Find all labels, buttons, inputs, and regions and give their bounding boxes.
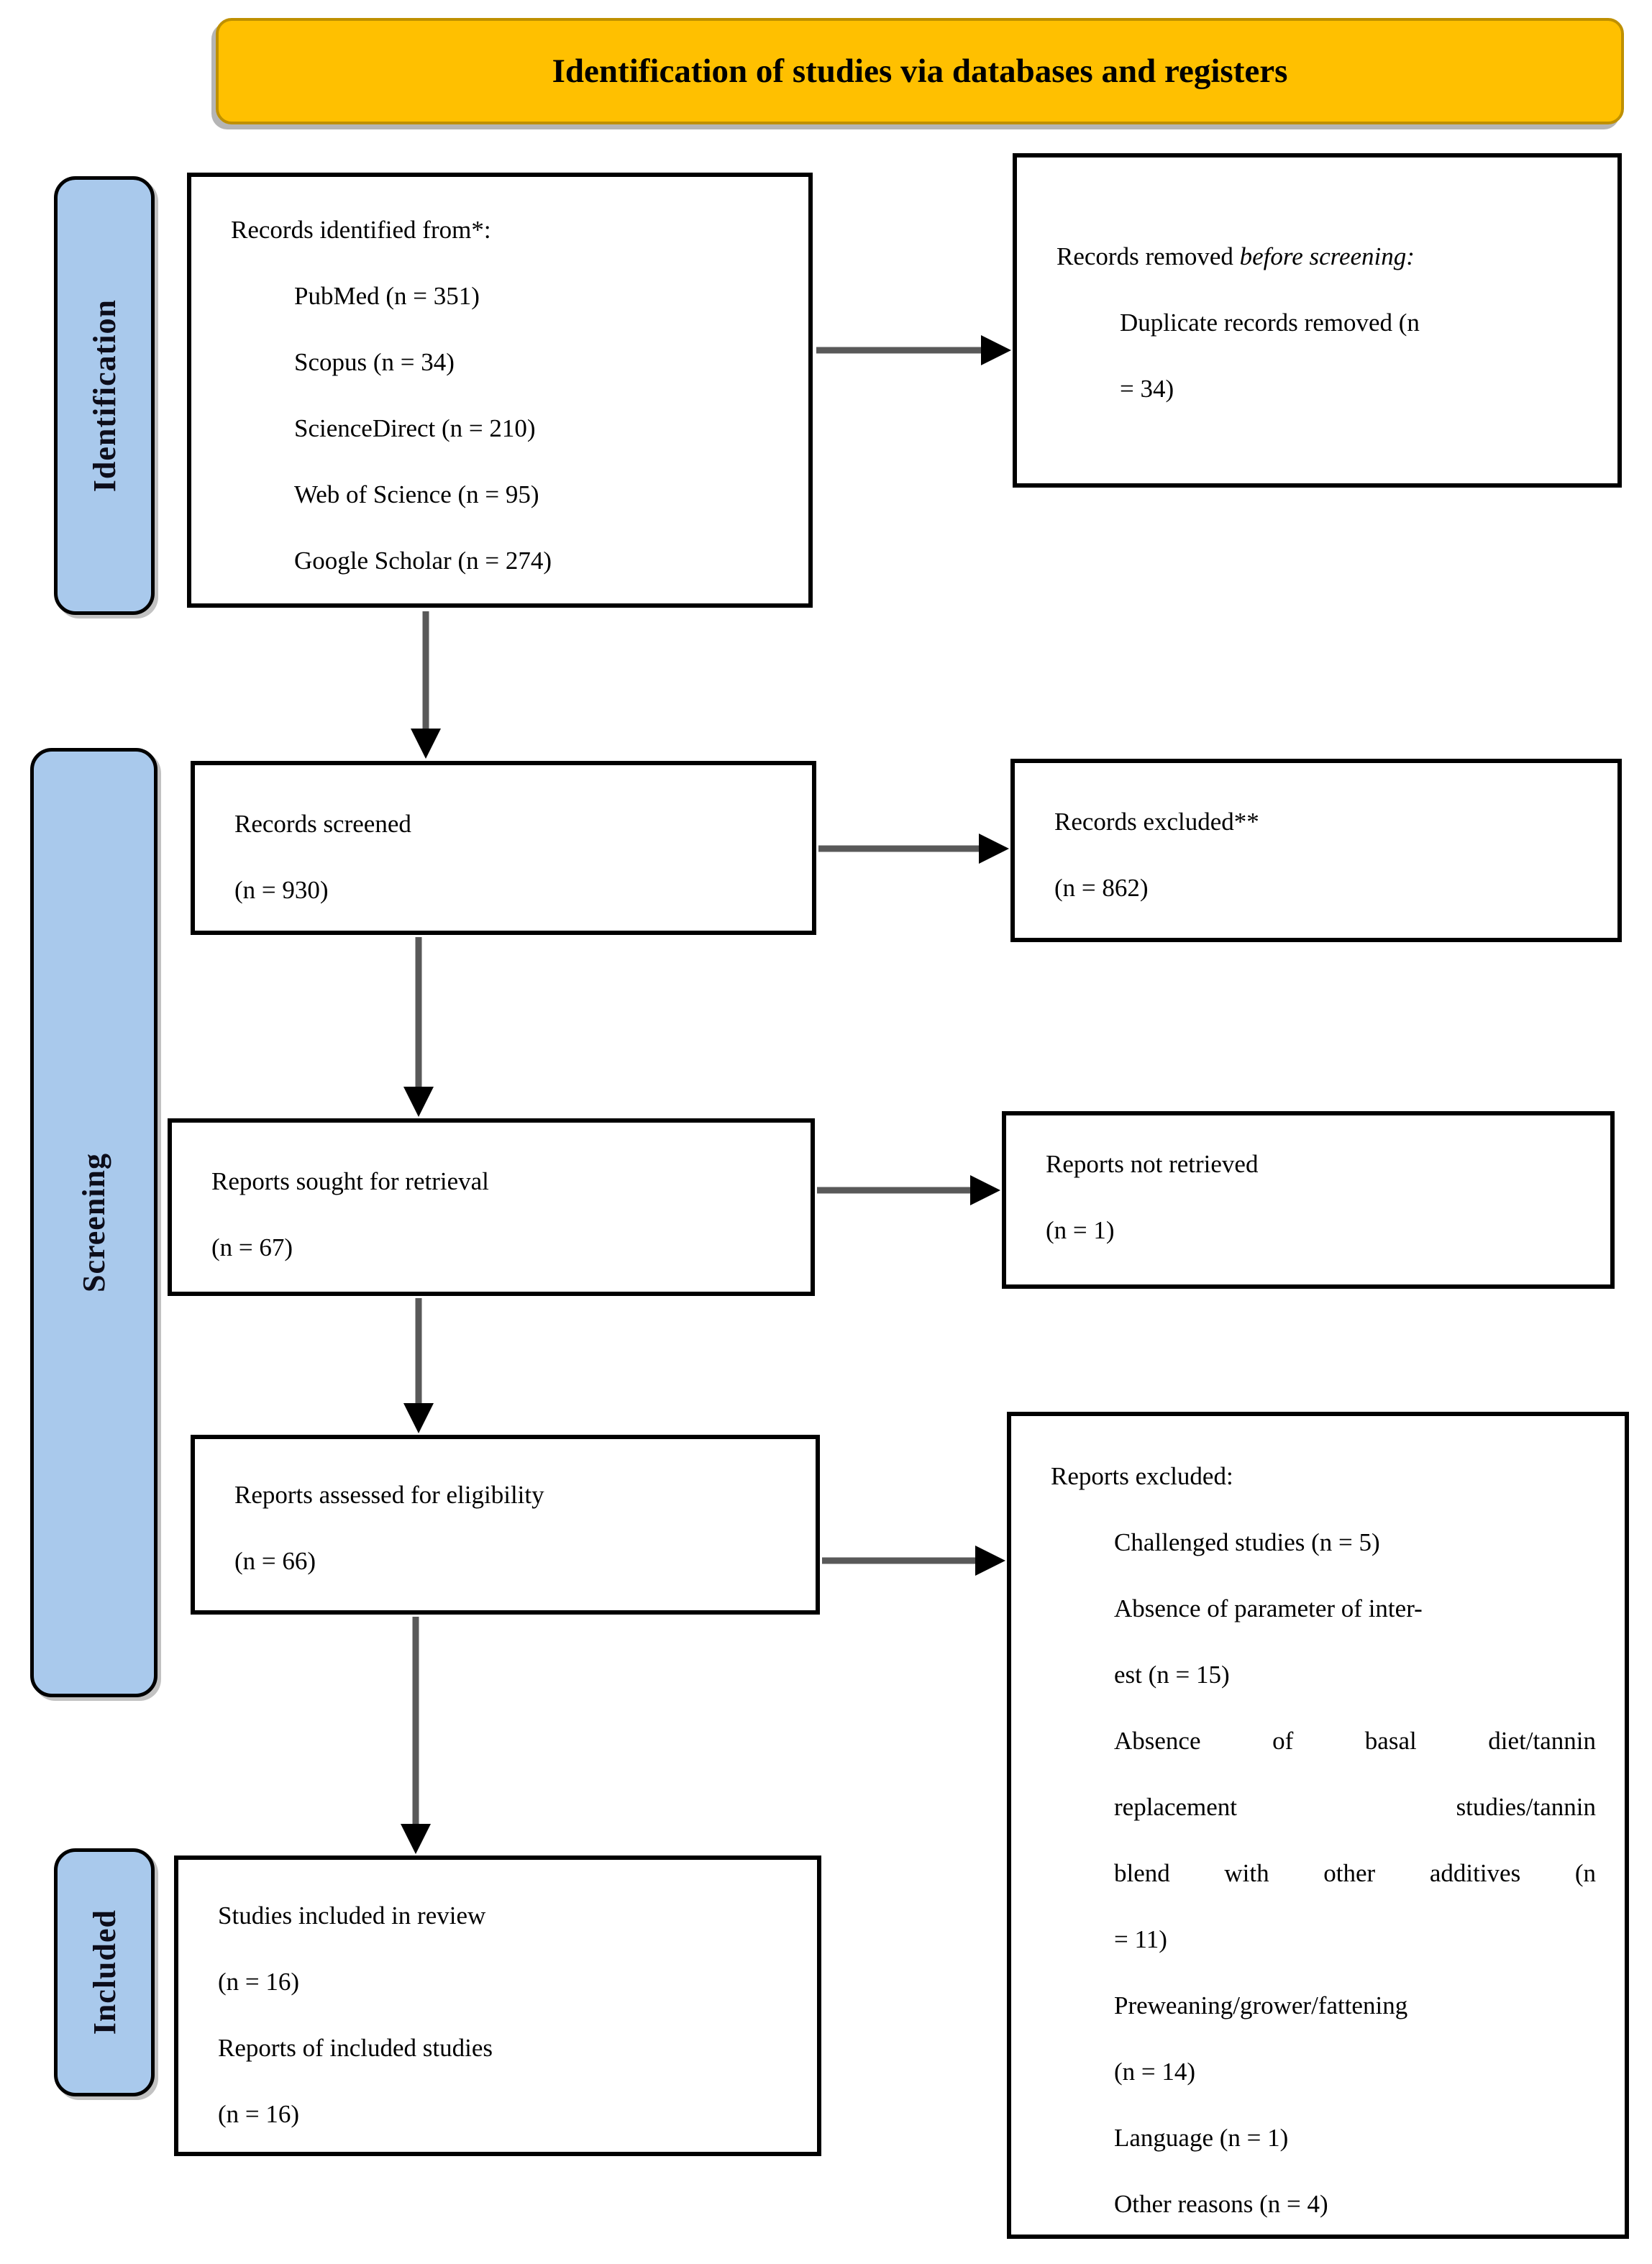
records-screened-title: Records screened bbox=[234, 810, 411, 838]
arrow-screened-to-sought-icon bbox=[403, 937, 434, 1117]
reports-excluded-parameter-line1: Absence of parameter of inter- bbox=[1114, 1594, 1423, 1622]
records-screened-count: (n = 930) bbox=[234, 876, 329, 904]
reports-excluded-preweaning-line2: (n = 14) bbox=[1114, 2058, 1196, 2086]
box-records-screened: Records screened (n = 930) bbox=[191, 761, 816, 935]
arrow-screened-to-excluded-icon bbox=[818, 834, 1009, 864]
box-reports-not-retrieved: Reports not retrieved (n = 1) bbox=[1002, 1111, 1615, 1289]
stage-label-screening: Screening bbox=[30, 748, 158, 1697]
records-removed-duplicates-line2: = 34) bbox=[1120, 375, 1174, 403]
records-identified-sciencedirect: ScienceDirect (n = 210) bbox=[294, 414, 536, 442]
reports-excluded-language: Language (n = 1) bbox=[1114, 2124, 1289, 2152]
arrow-sought-to-assessed-icon bbox=[403, 1298, 434, 1433]
stage-label-identification-text: Identification bbox=[86, 298, 122, 493]
records-excluded-title: Records excluded** bbox=[1054, 808, 1259, 836]
reports-excluded-basal-line2: replacement studies/tannin bbox=[1114, 1793, 1596, 1821]
studies-included-count: (n = 16) bbox=[218, 1968, 300, 1996]
records-identified-pubmed: PubMed (n = 351) bbox=[294, 282, 480, 310]
banner: Identification of studies via databases … bbox=[216, 18, 1624, 124]
stage-label-identification: Identification bbox=[54, 176, 155, 615]
records-identified-scholar: Google Scholar (n = 274) bbox=[294, 547, 552, 575]
stage-label-included-text: Included bbox=[86, 1909, 122, 2035]
box-reports-excluded: Reports excluded: Challenged studies (n … bbox=[1007, 1412, 1629, 2239]
box-reports-assessed: Reports assessed for eligibility (n = 66… bbox=[191, 1435, 820, 1615]
reports-not-retrieved-title: Reports not retrieved bbox=[1046, 1150, 1259, 1178]
reports-included-count: (n = 16) bbox=[218, 2100, 300, 2128]
reports-not-retrieved-count: (n = 1) bbox=[1046, 1216, 1115, 1244]
records-identified-scopus: Scopus (n = 34) bbox=[294, 348, 455, 376]
box-records-identified: Records identified from*: PubMed (n = 35… bbox=[187, 173, 813, 608]
records-removed-title-prefix: Records removed bbox=[1057, 242, 1240, 270]
reports-excluded-challenged: Challenged studies (n = 5) bbox=[1114, 1528, 1380, 1556]
reports-sought-title: Reports sought for retrieval bbox=[211, 1167, 489, 1195]
arrow-assessed-to-included-icon bbox=[401, 1617, 431, 1854]
reports-excluded-basal-line1: Absence of basal diet/tannin bbox=[1114, 1727, 1596, 1755]
records-identified-wos: Web of Science (n = 95) bbox=[294, 480, 539, 508]
box-reports-sought: Reports sought for retrieval (n = 67) bbox=[168, 1118, 815, 1296]
arrow-sought-to-not-retrieved-icon bbox=[817, 1175, 1000, 1205]
banner-title: Identification of studies via databases … bbox=[552, 53, 1288, 90]
box-records-removed: Records removed before screening: Duplic… bbox=[1013, 153, 1622, 488]
arrow-identified-to-screened-icon bbox=[411, 611, 441, 759]
reports-excluded-title: Reports excluded: bbox=[1051, 1462, 1233, 1490]
records-excluded-count: (n = 862) bbox=[1054, 874, 1149, 902]
reports-excluded-basal-line4: = 11) bbox=[1114, 1925, 1167, 1953]
box-studies-included: Studies included in review (n = 16) Repo… bbox=[174, 1856, 821, 2156]
reports-included-title: Reports of included studies bbox=[218, 2034, 493, 2062]
reports-excluded-parameter-line2: est (n = 15) bbox=[1114, 1661, 1230, 1689]
reports-assessed-count: (n = 66) bbox=[234, 1547, 316, 1575]
records-identified-title: Records identified from*: bbox=[231, 216, 491, 244]
reports-excluded-other: Other reasons (n = 4) bbox=[1114, 2190, 1328, 2218]
records-removed-title: Records removed before screening: bbox=[1057, 224, 1589, 290]
reports-excluded-basal-line3: blend with other additives (n bbox=[1114, 1859, 1596, 1887]
arrow-identified-to-removed-icon bbox=[816, 335, 1011, 365]
reports-sought-count: (n = 67) bbox=[211, 1233, 293, 1261]
reports-excluded-preweaning-line1: Preweaning/grower/fattening bbox=[1114, 1991, 1408, 2019]
arrow-assessed-to-reports-excluded-icon bbox=[822, 1546, 1005, 1576]
studies-included-title: Studies included in review bbox=[218, 1902, 486, 1930]
records-removed-title-italic: before screening: bbox=[1239, 242, 1415, 270]
stage-label-screening-text: Screening bbox=[76, 1153, 111, 1292]
box-records-excluded: Records excluded** (n = 862) bbox=[1010, 759, 1622, 942]
reports-assessed-title: Reports assessed for eligibility bbox=[234, 1481, 544, 1509]
records-removed-duplicates-line1: Duplicate records removed (n bbox=[1120, 309, 1420, 337]
stage-label-included: Included bbox=[54, 1848, 155, 2096]
